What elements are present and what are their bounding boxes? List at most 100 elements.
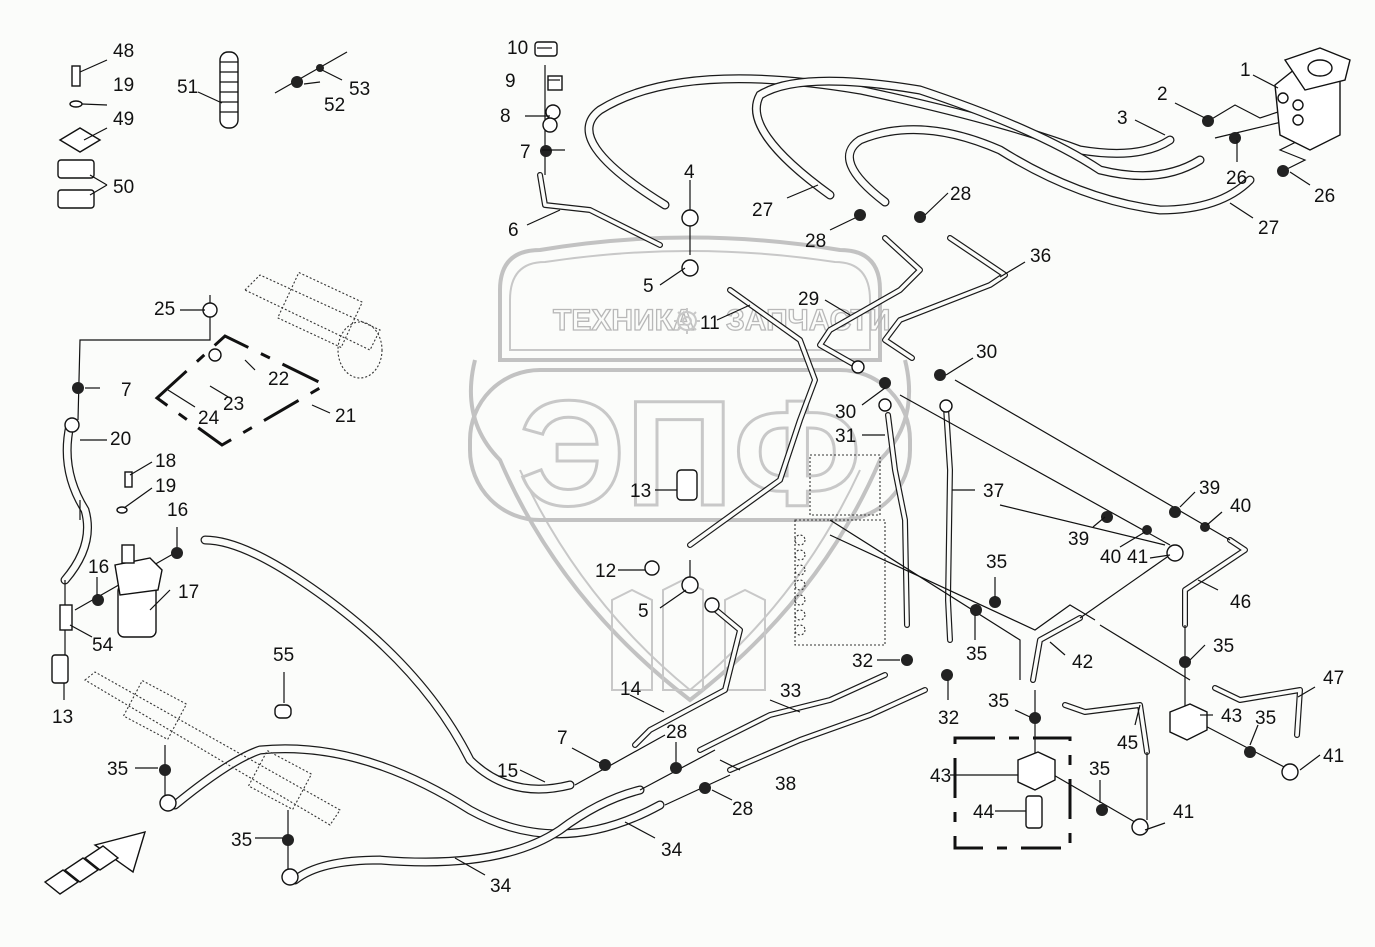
callout-15[interactable]: 15 [497, 761, 518, 782]
callout-35-cyl-bottom[interactable]: 35 [231, 830, 252, 851]
callout-14[interactable]: 14 [620, 679, 642, 700]
watermark: ТЕХНИКА ЗАПЧАСТИ ЭПФ [468, 235, 912, 703]
callout-28-bottom[interactable]: 28 [732, 799, 753, 820]
callout-31[interactable]: 31 [835, 426, 856, 447]
callout-32-right[interactable]: 32 [938, 708, 959, 729]
callout-3[interactable]: 3 [1117, 108, 1128, 129]
steering-unit [1274, 47, 1351, 151]
callout-28-left[interactable]: 28 [805, 231, 826, 252]
watermark-logo: ЭПФ [519, 369, 862, 537]
hose-sleeve [219, 51, 239, 129]
callout-2[interactable]: 2 [1157, 84, 1168, 105]
callout-7-top[interactable]: 7 [520, 142, 531, 163]
callout-49[interactable]: 49 [113, 109, 134, 130]
phantom-cylinder-top [244, 271, 383, 379]
callout-7-bottom[interactable]: 7 [557, 728, 568, 749]
callout-35-mid-b[interactable]: 35 [966, 644, 987, 665]
callout-13-left[interactable]: 13 [52, 707, 73, 728]
callout-44[interactable]: 44 [973, 802, 995, 823]
callout-48[interactable]: 48 [113, 41, 134, 62]
callout-19-mid[interactable]: 19 [155, 476, 176, 497]
callout-53[interactable]: 53 [349, 79, 370, 100]
callout-47[interactable]: 47 [1323, 668, 1344, 689]
callout-1[interactable]: 1 [1240, 60, 1251, 81]
callout-10[interactable]: 10 [507, 38, 528, 59]
callout-42[interactable]: 42 [1072, 652, 1093, 673]
tubes [537, 172, 1303, 773]
callout-52[interactable]: 52 [324, 95, 345, 116]
group-box-43 [953, 736, 1072, 850]
callout-12[interactable]: 12 [595, 561, 616, 582]
callout-5-bottom[interactable]: 5 [638, 601, 649, 622]
callout-19-top[interactable]: 19 [113, 75, 134, 96]
callout-32-left[interactable]: 32 [852, 651, 873, 672]
callout-16-right[interactable]: 16 [167, 500, 188, 521]
callout-26-right[interactable]: 26 [1314, 186, 1335, 207]
callout-4[interactable]: 4 [684, 162, 695, 183]
callout-18[interactable]: 18 [155, 451, 176, 472]
callout-29[interactable]: 29 [798, 289, 819, 310]
callout-30-right[interactable]: 30 [976, 342, 997, 363]
callout-36[interactable]: 36 [1030, 246, 1051, 267]
callout-38[interactable]: 38 [775, 774, 796, 795]
callout-40-right[interactable]: 40 [1230, 496, 1251, 517]
callout-30-left[interactable]: 30 [835, 402, 856, 423]
clamp-kit [57, 65, 102, 209]
callout-34-left[interactable]: 34 [490, 876, 512, 897]
callout-35-right-a[interactable]: 35 [1213, 636, 1234, 657]
wheat-emblem [611, 578, 766, 691]
front-direction-arrow [43, 831, 147, 895]
callout-8[interactable]: 8 [500, 106, 511, 127]
gear-icon [674, 308, 700, 334]
callout-51[interactable]: 51 [177, 77, 198, 98]
callout-6[interactable]: 6 [508, 220, 519, 241]
callout-25[interactable]: 25 [154, 299, 175, 320]
nut-52 [291, 76, 303, 88]
callout-40-left[interactable]: 40 [1100, 547, 1121, 568]
callout-5-top[interactable]: 5 [643, 276, 654, 297]
callout-21[interactable]: 21 [335, 406, 356, 427]
callout-16-left[interactable]: 16 [88, 557, 109, 578]
callout-45[interactable]: 45 [1117, 733, 1138, 754]
callout-54[interactable]: 54 [92, 635, 114, 656]
callout-28-lower[interactable]: 28 [666, 722, 687, 743]
callout-13-mid[interactable]: 13 [630, 481, 651, 502]
callout-11[interactable]: 11 [700, 313, 720, 334]
callout-55[interactable]: 55 [273, 645, 294, 666]
phantom-cylinder-bottom [84, 671, 341, 826]
callout-39-left[interactable]: 39 [1068, 529, 1089, 550]
callout-27-left[interactable]: 27 [752, 200, 773, 221]
callout-28-right[interactable]: 28 [950, 184, 971, 205]
callout-35-right-b[interactable]: 35 [1255, 708, 1276, 729]
sleeve-55 [274, 704, 292, 719]
hoses [60, 74, 1255, 885]
callout-35-box[interactable]: 35 [988, 691, 1009, 712]
callout-43-right[interactable]: 43 [1221, 706, 1242, 727]
callout-41-right[interactable]: 41 [1323, 746, 1344, 767]
callout-26-left[interactable]: 26 [1226, 168, 1247, 189]
callout-50[interactable]: 50 [113, 177, 134, 198]
callout-35-mid-a[interactable]: 35 [986, 552, 1007, 573]
callout-35-bottom[interactable]: 35 [1089, 759, 1110, 780]
callout-27-right[interactable]: 27 [1258, 218, 1279, 239]
callout-37[interactable]: 37 [983, 481, 1004, 502]
callout-35-cyl-top[interactable]: 35 [107, 759, 128, 780]
callout-22[interactable]: 22 [268, 369, 289, 390]
callout-41-mid[interactable]: 41 [1127, 547, 1148, 568]
watermark-text-left: ТЕХНИКА [553, 304, 695, 337]
callout-46[interactable]: 46 [1230, 592, 1251, 613]
filter-assembly [114, 544, 163, 638]
callout-20[interactable]: 20 [110, 429, 131, 450]
callout-7-left[interactable]: 7 [121, 380, 132, 401]
callout-34-right[interactable]: 34 [661, 840, 683, 861]
callout-39-right[interactable]: 39 [1199, 478, 1220, 499]
valve-block [1017, 703, 1208, 829]
nut-axis-52-53 [274, 51, 348, 94]
callout-41-bottom[interactable]: 41 [1173, 802, 1194, 823]
callout-24[interactable]: 24 [198, 408, 220, 429]
callout-9[interactable]: 9 [505, 71, 516, 92]
callout-23[interactable]: 23 [223, 394, 244, 415]
callout-33[interactable]: 33 [780, 681, 801, 702]
callout-43-box[interactable]: 43 [930, 766, 951, 787]
callout-17[interactable]: 17 [178, 582, 199, 603]
